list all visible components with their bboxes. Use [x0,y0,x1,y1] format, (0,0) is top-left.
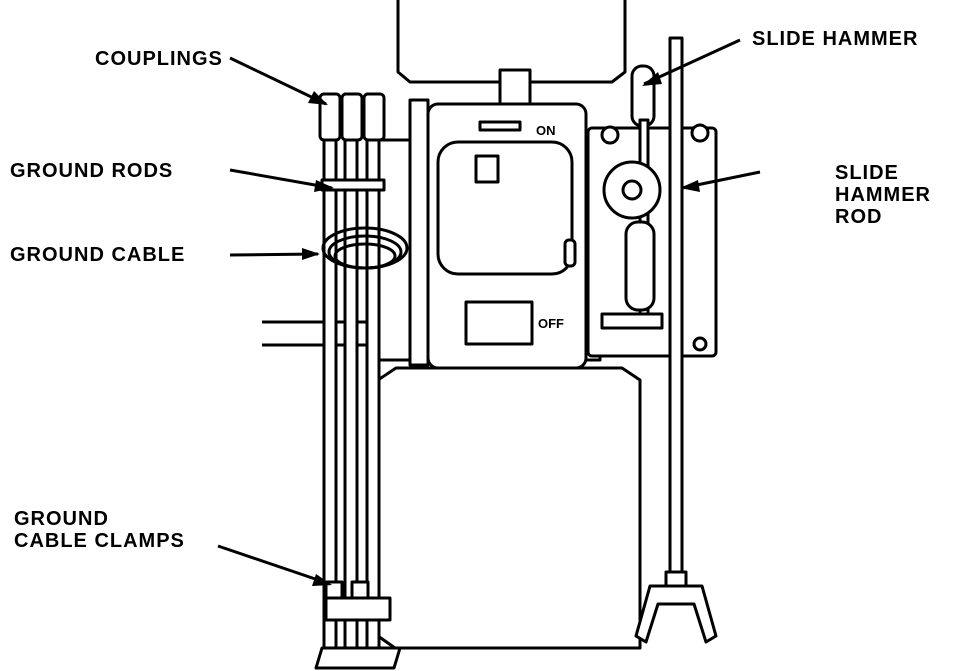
slide-hammer-rod [668,36,684,580]
ground-cable-arrowhead [302,248,320,260]
couplings-leader [229,56,327,106]
slide-hammer-rod-label: SLIDE HAMMER ROD [835,162,931,228]
switch-lever [563,238,577,268]
ground-cable-label: GROUND CABLE [10,244,186,266]
mount-bolt-bottom [692,336,708,352]
rod-stand [634,584,718,644]
couplings-arrowhead [308,91,328,105]
ground-rod-3 [365,92,381,656]
slide-hammer-leader [643,38,741,86]
ground-rod-2 [343,92,359,656]
conduit-left [408,98,430,367]
rod-base-plate [314,646,402,670]
slide-hammer-grip [630,64,656,128]
switch-handle-slot [464,300,534,346]
lower-enclosure [376,366,642,650]
switch-face [436,140,574,276]
switch-on-mark: ON [536,123,556,138]
ground-cable-clamps-arrowhead [312,574,332,586]
slide-hammer-handle [624,220,656,312]
slide-hammer-rod-arrowhead [680,180,700,192]
ground-cable-clamps-leader [217,544,331,586]
mount-bolt-top-right [690,123,710,143]
couplings-label: COUPLINGS [95,48,223,70]
switch-label-slot [478,120,522,132]
slide-hammer-arrowhead [642,72,662,86]
ground-cable-clamp-right [350,580,370,600]
ground-rods-label: GROUND RODS [10,160,174,182]
coupling-2 [340,92,364,142]
slide-hammer-label: SLIDE HAMMER [752,28,919,50]
ground-rods-arrowhead [314,180,334,192]
ground-rods-leader [229,168,333,190]
ground-cable-coil-3 [333,242,397,270]
slide-hammer-base [600,312,664,330]
slide-hammer-weight-hub [621,179,643,201]
switch-off-mark: OFF [538,316,564,331]
coupling-1 [318,92,342,142]
ground-cable-clamps-label: GROUND CABLE CLAMPS [14,508,185,552]
clamp-bracket [324,596,392,622]
switch-window [474,154,500,184]
ground-rod-1 [322,92,338,656]
coupling-3 [362,92,386,142]
mount-bolt-top-left [600,125,620,145]
rod-nut [664,570,688,588]
